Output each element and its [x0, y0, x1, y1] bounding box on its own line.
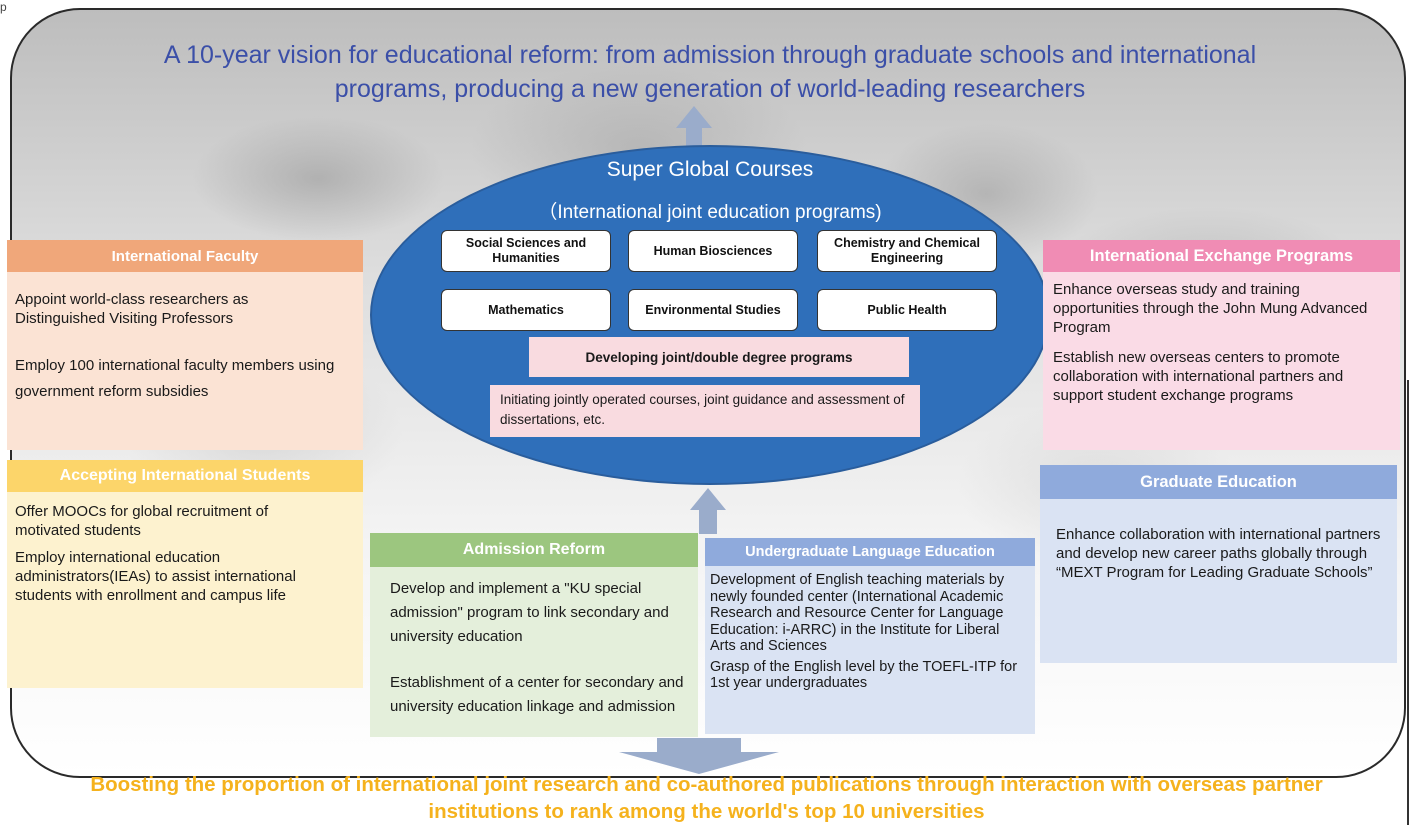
accepting-students-item-2: Employ international education administr… — [15, 549, 296, 604]
admission-reform-body: Develop and implement a "KU special admi… — [370, 567, 698, 737]
course-mathematics: Mathematics — [441, 289, 611, 331]
accepting-students-body: Offer MOOCs for global recruitment of mo… — [7, 492, 363, 688]
exchange-programs-header: International Exchange Programs — [1043, 240, 1400, 272]
down-arrow-head-bottom — [619, 752, 779, 774]
admission-reform-item-1: Develop and implement a "KU special admi… — [390, 580, 669, 645]
exchange-programs-item-1: Enhance overseas study and training oppo… — [1053, 281, 1368, 336]
language-education-item-2: Grasp of the English level by the TOEFL-… — [710, 658, 1018, 692]
language-education-header: Undergraduate Language Education — [705, 538, 1035, 566]
course-social-sciences: Social Sciences and Humanities — [441, 230, 611, 272]
cropped-top-text: p — [0, 0, 7, 14]
intl-faculty-header: International Faculty — [7, 240, 363, 272]
super-global-courses-title: Super Global Courses — [606, 158, 814, 181]
admission-reform-item-2: Establishment of a center for secondary … — [390, 674, 684, 715]
exchange-programs-body: Enhance overseas study and training oppo… — [1043, 272, 1400, 450]
intl-faculty-item-2: Employ 100 international faculty members… — [15, 357, 335, 400]
up-arrow-head-top — [676, 106, 712, 128]
graduate-education-item-1: Enhance collaboration with international… — [1056, 526, 1381, 581]
admission-reform-header: Admission Reform — [370, 533, 698, 567]
exchange-programs-item-2: Establish new overseas centers to promot… — [1053, 349, 1344, 404]
language-education-body: Development of English teaching material… — [705, 566, 1035, 734]
joint-courses-box: Initiating jointly operated courses, joi… — [490, 385, 920, 437]
course-human-biosciences: Human Biosciences — [628, 230, 798, 272]
up-arrow-shaft-top — [686, 126, 702, 148]
accepting-students-header: Accepting International Students — [7, 460, 363, 492]
course-public-health: Public Health — [817, 289, 997, 331]
joint-degree-box: Developing joint/double degree programs — [529, 337, 909, 377]
up-arrow-head-middle — [690, 488, 726, 510]
course-environmental-studies: Environmental Studies — [628, 289, 798, 331]
vision-title: A 10-year vision for educational reform:… — [163, 41, 1257, 103]
up-arrow-shaft-middle — [699, 510, 717, 534]
intl-faculty-body: Appoint world-class researchers as Disti… — [7, 272, 363, 450]
language-education-item-1: Development of English teaching material… — [710, 572, 1005, 654]
course-chemistry: Chemistry and Chemical Engineering — [817, 230, 997, 272]
accepting-students-item-1: Offer MOOCs for global recruitment of mo… — [15, 503, 269, 539]
super-global-courses-subtitle: （International joint education programs) — [538, 202, 882, 223]
graduate-education-body: Enhance collaboration with international… — [1040, 499, 1397, 663]
goal-statement: Boosting the proportion of international… — [90, 773, 1323, 823]
graduate-education-header: Graduate Education — [1040, 465, 1397, 499]
intl-faculty-item-1: Appoint world-class researchers as Disti… — [15, 291, 249, 327]
down-arrow-shaft-bottom — [657, 738, 741, 752]
page-edge-line — [1407, 380, 1409, 825]
